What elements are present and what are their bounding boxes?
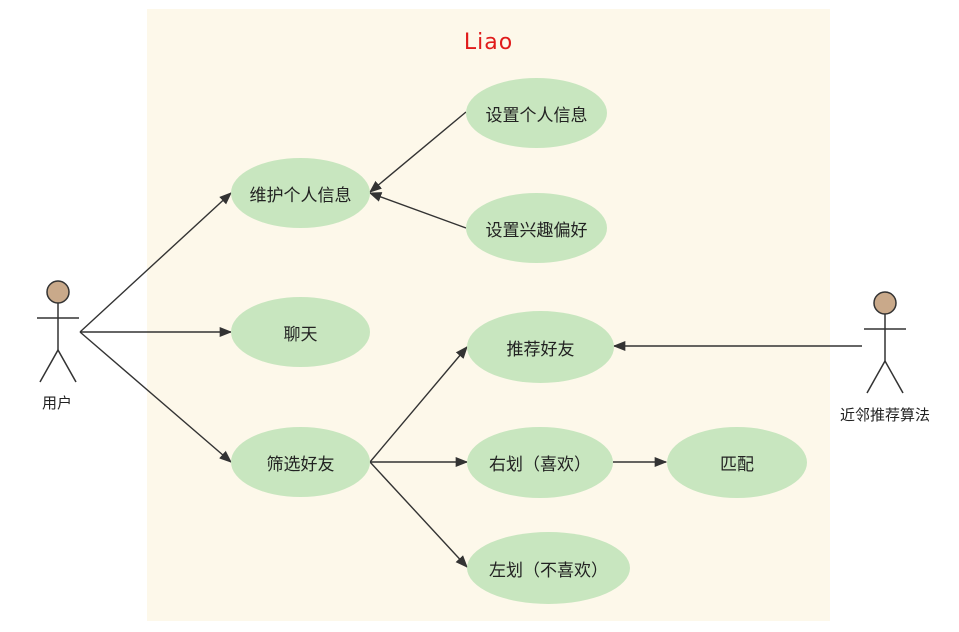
- actor-user-label: 用户: [41, 394, 73, 412]
- actor-algorithm-figure: [864, 291, 906, 394]
- edge-filter-recommend: [369, 346, 468, 463]
- edge-user-maintain: [79, 192, 232, 333]
- system-title: Liao: [463, 30, 514, 55]
- usecase-recommend-friends: 推荐好友: [467, 311, 614, 383]
- usecase-maintain-info: 维护个人信息: [231, 158, 370, 228]
- usecase-swipe-left: 左划（不喜欢）: [467, 532, 630, 604]
- usecase-set-info: 设置个人信息: [466, 78, 607, 148]
- usecase-chat: 聊天: [231, 297, 370, 367]
- actor-algorithm-label: 近邻推荐算法: [839, 406, 931, 424]
- usecase-set-interests: 设置兴趣偏好: [466, 193, 607, 263]
- edge-filter-left: [369, 461, 468, 568]
- usecase-filter-friends: 筛选好友: [231, 427, 370, 497]
- usecase-swipe-right: 右划（喜欢）: [467, 427, 613, 498]
- edge-setinfo-maintain: [369, 111, 467, 193]
- usecase-match: 匹配: [667, 427, 807, 498]
- actor-user-figure: [37, 280, 79, 383]
- edge-setinterests-maintain: [368, 192, 467, 229]
- edge-user-filter: [79, 331, 232, 463]
